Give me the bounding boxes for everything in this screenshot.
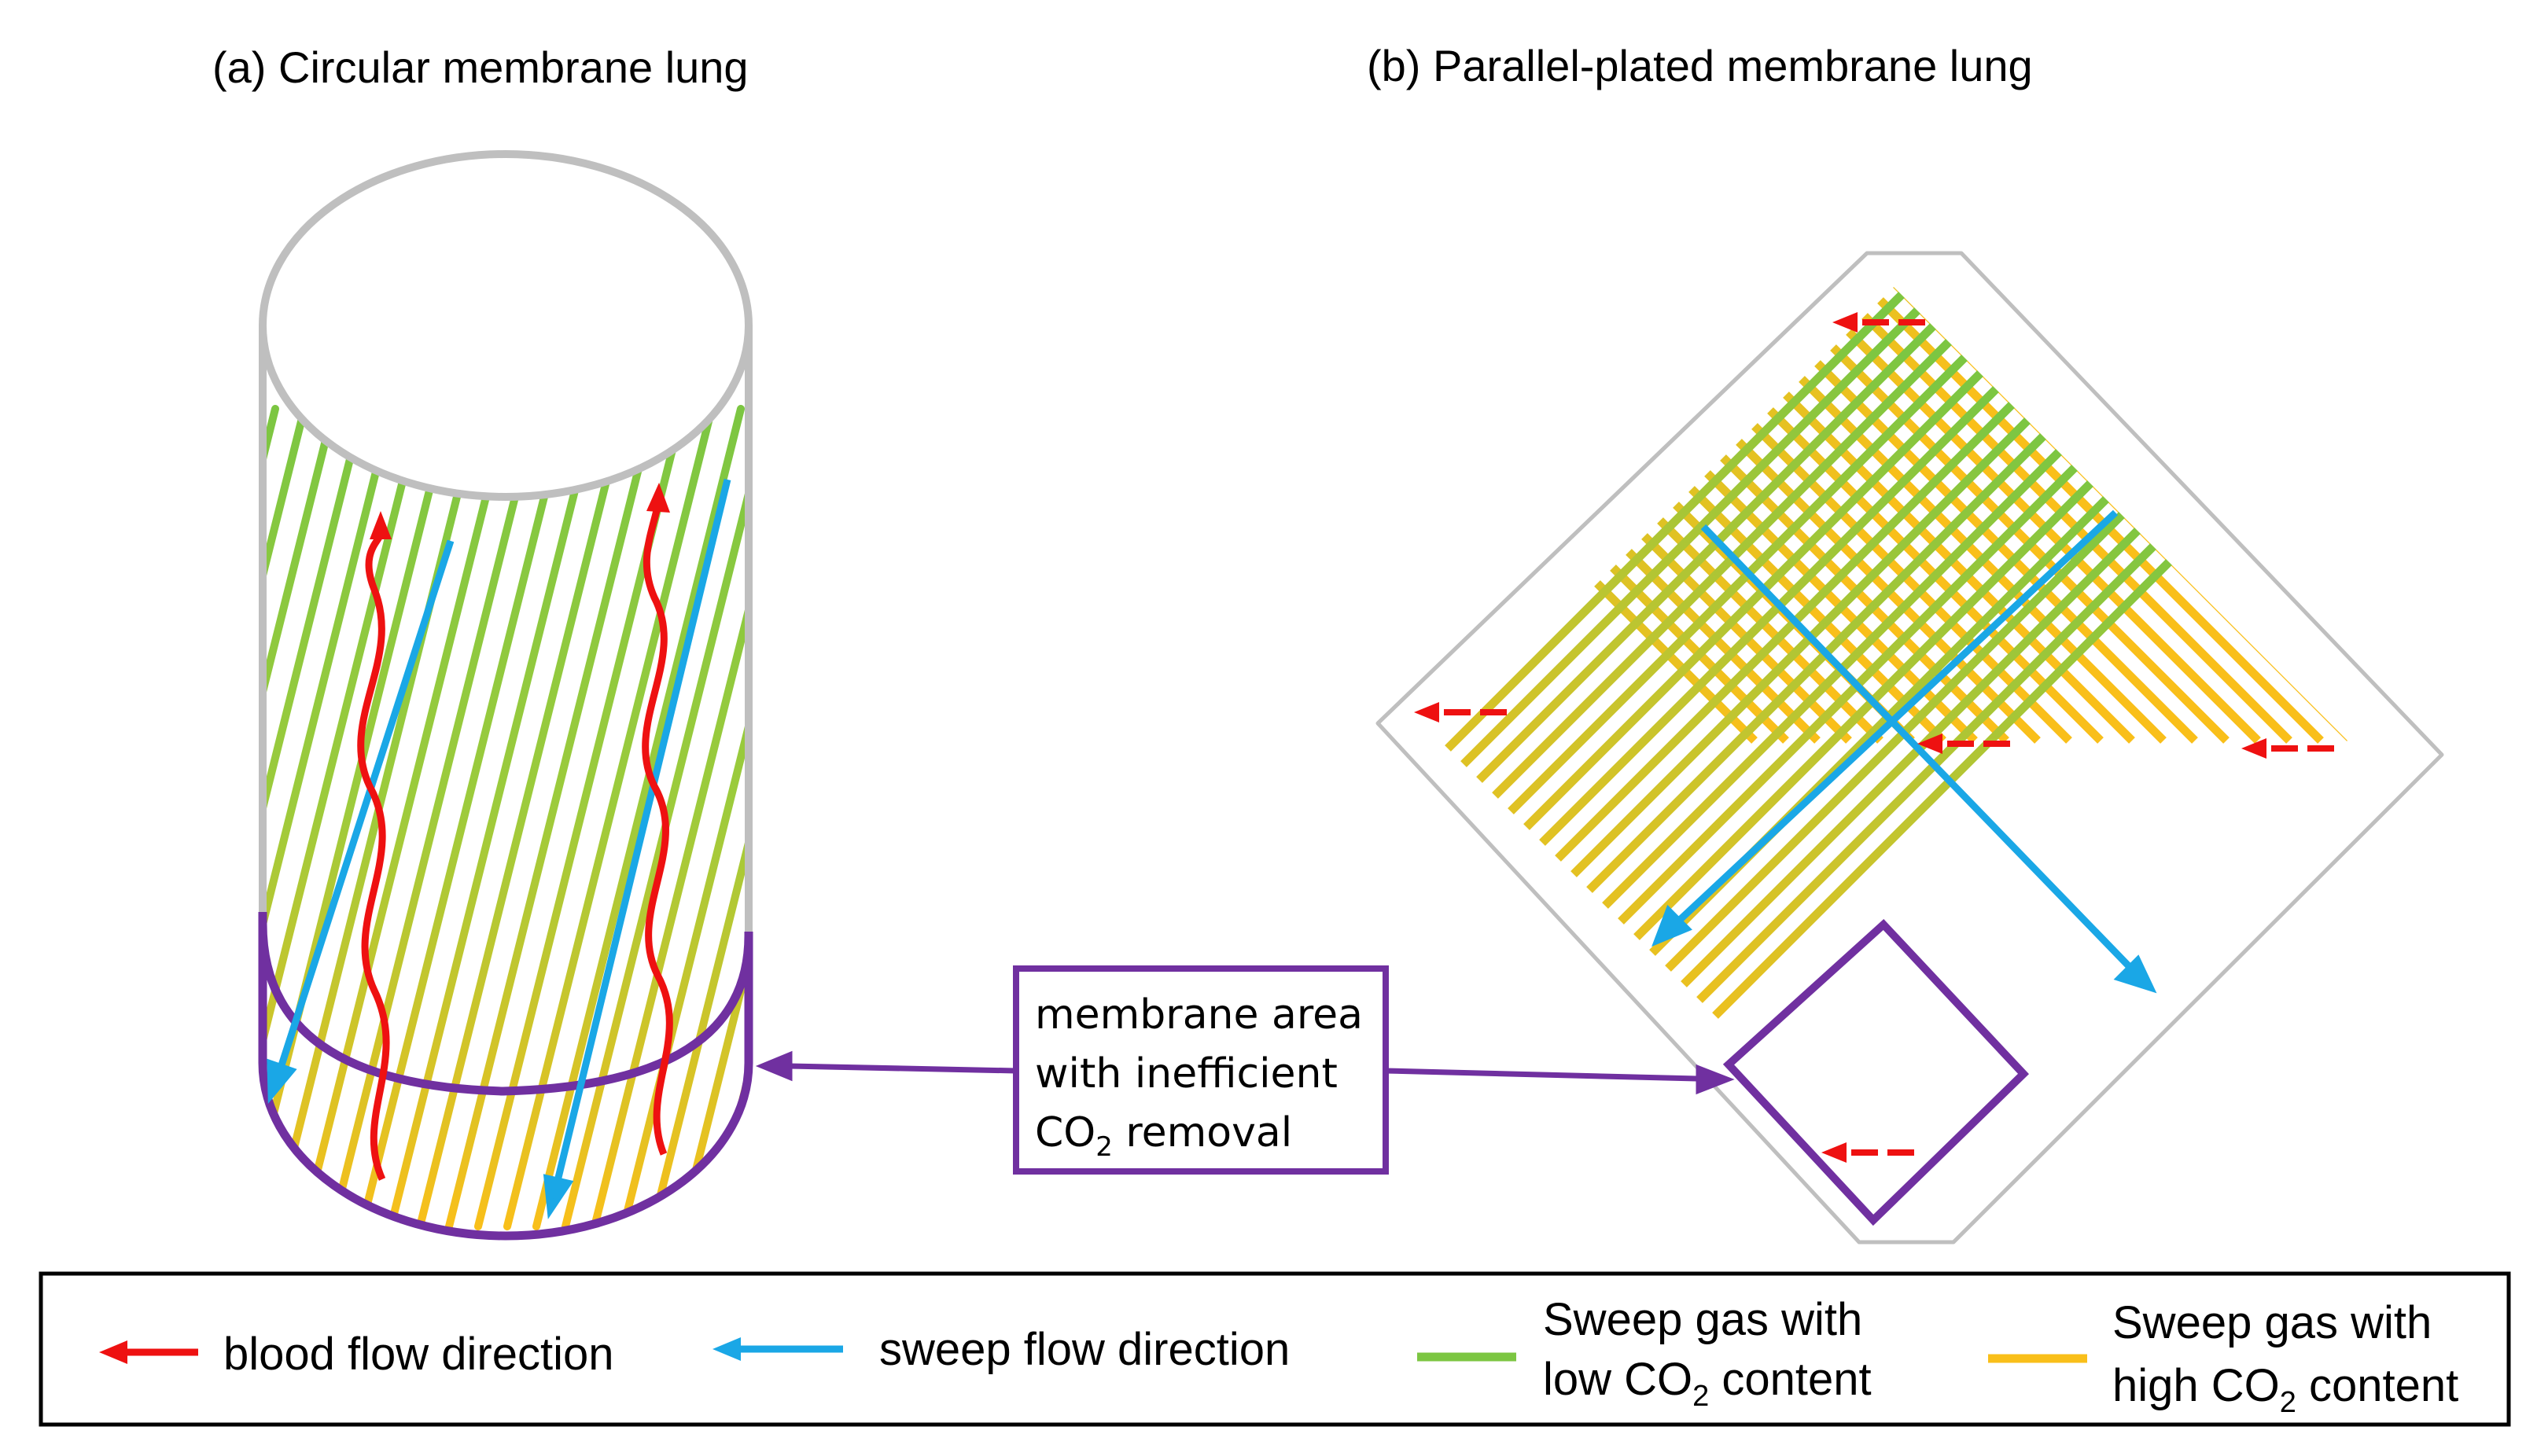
- hollow-fiber: [263, 405, 308, 1230]
- hollow-fiber: [263, 405, 454, 1230]
- callout-box: [1013, 965, 1389, 1175]
- fiber-layer-a: [1440, 287, 1789, 744]
- title-circular-lung: (a) Circular membrane lung: [212, 42, 749, 92]
- callout-line-2: with inefficient: [1035, 1050, 1338, 1098]
- sweep-flow-arrows-cylinder: [267, 478, 731, 1219]
- fiber-layer-a: [1440, 287, 1946, 744]
- callout-line-3: CO2 removal: [1035, 1109, 1292, 1163]
- fiber-layer-b: [1440, 287, 2347, 1194]
- inefficient-zone-cylinder: [258, 912, 753, 1241]
- fiber-layer-a: [1440, 287, 1758, 744]
- legend-item-low-co2: Sweep gas with low CO2 content: [1417, 1294, 1872, 1413]
- hollow-fiber: [263, 405, 279, 1230]
- hollow-fiber: [263, 405, 337, 1230]
- blood-flow-arrows-cylinder: [357, 506, 673, 1181]
- inefficient-zone-plate: [1722, 918, 2030, 1226]
- hollow-fiber: [769, 409, 974, 1226]
- legend-label-low-co2-line2: low CO2 content: [1543, 1354, 1872, 1413]
- fiber-layer-a: [1440, 287, 2041, 744]
- fiber-layer-b: [1440, 287, 2347, 1194]
- sweep-flow-arrows-plate: [1651, 509, 2157, 994]
- fiber-layer-a: [1440, 287, 1821, 744]
- legend-label-blood-flow: blood flow direction: [223, 1329, 614, 1380]
- hollow-fiber: [358, 405, 570, 1230]
- legend-item-sweep-flow: sweep flow direction: [713, 1324, 1290, 1375]
- plate-outline: [1375, 251, 2444, 1245]
- legend: blood flow direction sweep flow directio…: [39, 1271, 2511, 1427]
- fiber-layer-a: [1440, 287, 2135, 744]
- legend-label-low-co2-line1: Sweep gas with: [1543, 1294, 1862, 1345]
- legend-item-high-co2: Sweep gas with high CO2 content: [1988, 1297, 2458, 1419]
- hollow-fiber: [263, 405, 425, 1230]
- fiber-layer-a: [1940, 287, 2347, 744]
- blood-flow-arrows-plate: [1414, 312, 2334, 1163]
- fiber-layer-a: [1440, 287, 2104, 744]
- fiber-layer-b: [1440, 287, 2101, 1194]
- inefficient-co2-removal-callout: membrane area with inefficient CO2 remov…: [755, 965, 1735, 1175]
- hollow-fiber: [263, 405, 366, 1230]
- hollow-fiber: [827, 409, 1032, 1226]
- fiber-layer-a: [1440, 287, 2167, 744]
- hollow-fiber: [387, 405, 599, 1230]
- fiber-layer-a: [1440, 287, 1978, 744]
- legend-box: [39, 1271, 2511, 1427]
- legend-label-high-co2-line1: Sweep gas with: [2112, 1297, 2432, 1348]
- fiber-layer-a: [1751, 287, 2347, 744]
- fiber-layer-b: [1466, 287, 2347, 1194]
- legend-item-blood-flow: blood flow direction: [99, 1329, 614, 1380]
- fiber-layer-a: [1440, 287, 1883, 744]
- hollow-fiber: [300, 405, 512, 1230]
- hollow-fiber: [263, 405, 396, 1230]
- fiber-layer-a: [1720, 287, 2347, 744]
- blood-flow-arrowheads-cylinder: [370, 483, 670, 539]
- callout-line-1: membrane area: [1035, 991, 1363, 1039]
- hollow-fiber: [329, 405, 541, 1230]
- cylinder-outline: [259, 150, 753, 943]
- hollow-fiber: [678, 405, 749, 1230]
- title-parallel-plated-lung: (b) Parallel-plated membrane lung: [1367, 41, 2033, 90]
- hollow-fiber: [798, 409, 1003, 1226]
- fiber-layer-a: [1440, 287, 2009, 744]
- fiber-layer-b: [1440, 287, 2347, 1194]
- hollow-fiber: [649, 405, 749, 1230]
- fiber-layer-b: [1440, 287, 1944, 1194]
- fiber-layer-a: [1440, 287, 2072, 744]
- fiber-layer-b: [1440, 287, 2347, 1194]
- fiber-layer-a: [1440, 287, 1852, 744]
- fiber-layer-a: [1440, 287, 2324, 744]
- fiber-layer-a: [1440, 287, 2292, 744]
- hollow-fiber: [591, 405, 749, 1230]
- hollow-fiber: [736, 405, 749, 1230]
- fiber-layer-b: [1440, 287, 2347, 1194]
- fiber-layer-a: [2066, 287, 2347, 744]
- fiber-layer-b: [1440, 287, 2347, 1194]
- fiber-layer-a: [1440, 287, 2230, 744]
- circular-membrane-lung: [258, 150, 1032, 1241]
- hollow-fiber: [271, 405, 483, 1230]
- legend-label-sweep-flow: sweep flow direction: [879, 1324, 1290, 1375]
- fiber-layer-b: [1440, 287, 2070, 1194]
- legend-label-high-co2-line2: high CO2 content: [2112, 1360, 2458, 1419]
- fiber-layer-a: [1440, 287, 2261, 744]
- callout-arrows: [755, 1050, 1735, 1095]
